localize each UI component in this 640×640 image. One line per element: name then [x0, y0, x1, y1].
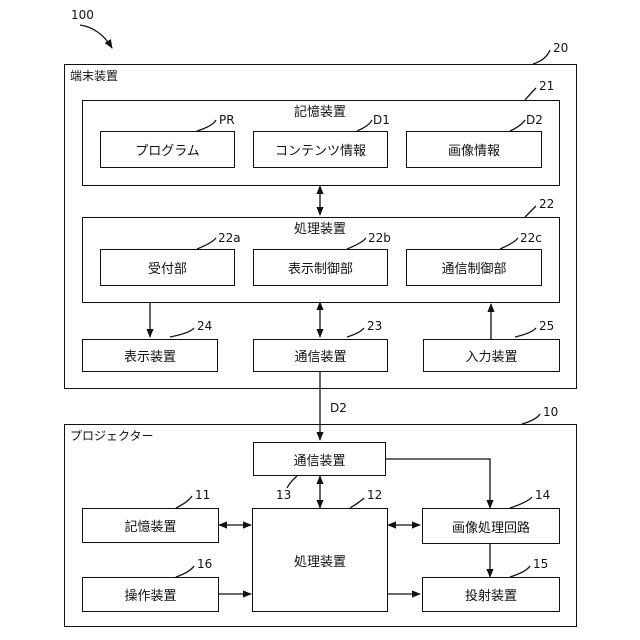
image-processing-circuit-ref: 14	[535, 489, 550, 501]
terminal-storage-title: 記憶装置	[294, 106, 346, 119]
display-control-ref: 22b	[368, 232, 391, 244]
program-ref: PR	[219, 114, 235, 126]
leader-10	[522, 414, 540, 424]
projector-ref: 10	[543, 406, 558, 418]
link-data-label: D2	[330, 402, 347, 414]
figure-ref: 100	[71, 9, 94, 21]
terminal-comm-box: 通信装置	[253, 339, 388, 372]
display-device-ref: 24	[197, 320, 212, 332]
terminal-comm-ref: 23	[367, 320, 382, 332]
comm-control-ref: 22c	[520, 232, 542, 244]
operation-device-ref: 16	[197, 558, 212, 570]
reception-unit-ref: 22a	[218, 232, 241, 244]
image-processing-circuit-box: 画像処理回路	[422, 508, 560, 544]
content-info-box: コンテンツ情報	[253, 131, 388, 168]
terminal-ref: 20	[553, 42, 568, 54]
projector-processing-box: 処理装置	[252, 508, 388, 612]
program-box: プログラム	[100, 131, 235, 168]
display-control-box: 表示制御部	[253, 249, 388, 286]
projector-comm-ref: 13	[276, 489, 291, 501]
image-info-ref: D2	[526, 114, 543, 126]
projection-device-ref: 15	[533, 558, 548, 570]
projector-comm-box: 通信装置	[253, 442, 386, 476]
projector-storage-ref: 11	[195, 489, 210, 501]
comm-control-box: 通信制御部	[406, 249, 542, 286]
terminal-processing-ref: 22	[539, 198, 554, 210]
projector-storage-box: 記憶装置	[82, 508, 219, 543]
reception-unit-box: 受付部	[100, 249, 235, 286]
operation-device-box: 操作装置	[82, 577, 219, 612]
leader-20	[533, 50, 550, 64]
terminal-storage-ref: 21	[539, 80, 554, 92]
input-device-ref: 25	[539, 320, 554, 332]
content-info-ref: D1	[373, 114, 390, 126]
input-device-box: 入力装置	[423, 339, 560, 372]
figure-ref-arrow	[80, 25, 112, 48]
projector-label: プロジェクター	[70, 430, 154, 442]
image-info-box: 画像情報	[406, 131, 542, 168]
projection-device-box: 投射装置	[422, 577, 560, 612]
projector-processing-ref: 12	[367, 489, 382, 501]
terminal-device-label: 端末装置	[70, 70, 118, 82]
display-device-box: 表示装置	[82, 339, 218, 372]
terminal-processing-title: 処理装置	[294, 223, 346, 236]
